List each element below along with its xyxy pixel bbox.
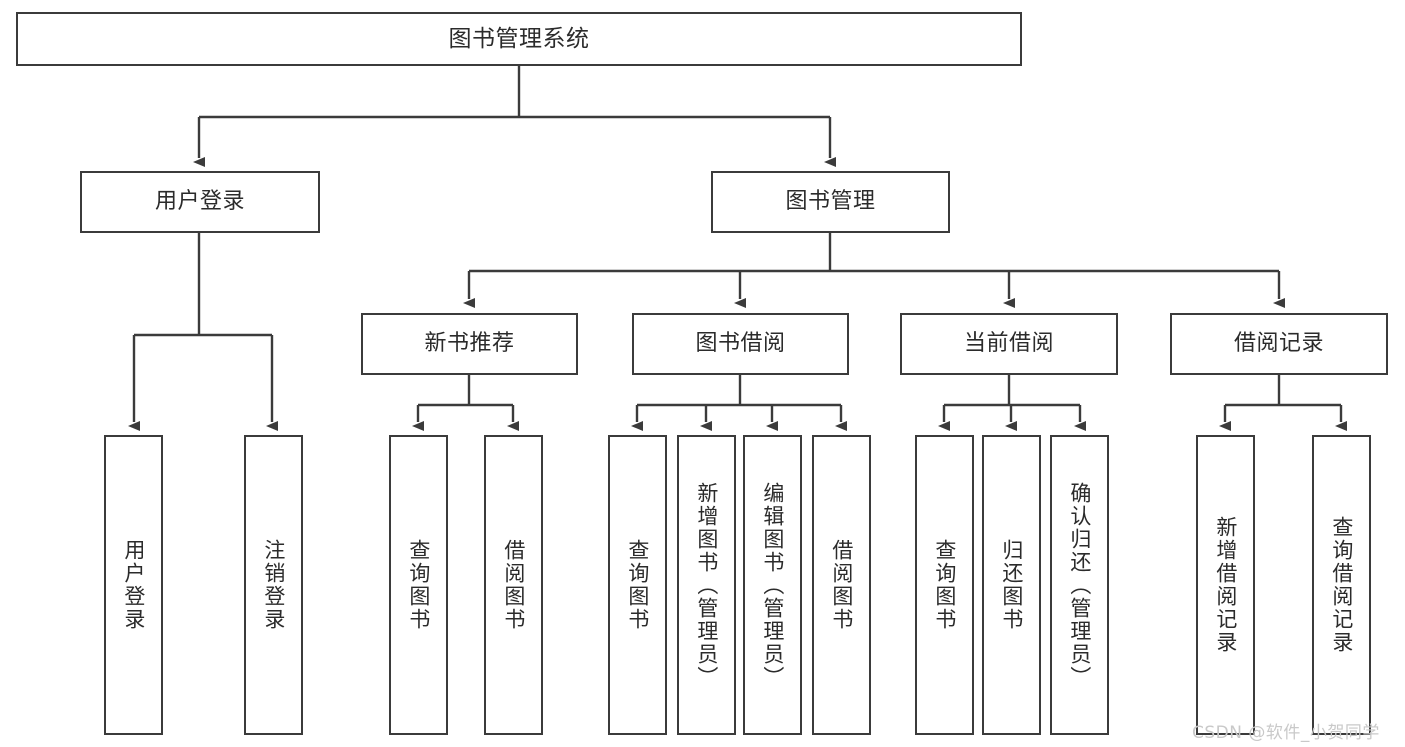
node-current-borrow[interactable]: 当前借阅	[900, 313, 1118, 375]
leaf-borrow-book-borrow[interactable]: 借阅图书	[812, 435, 871, 735]
csdn-watermark: CSDN @软件_小贺同学	[1192, 723, 1380, 743]
node-root-system[interactable]: 图书管理系统	[16, 12, 1022, 66]
leaf-add-borrow-record[interactable]: 新增借阅记录	[1196, 435, 1255, 735]
leaf-query-book-borrow[interactable]: 查询图书	[608, 435, 667, 735]
leaf-add-book-admin-label: 新增图书（管理员）	[694, 481, 719, 689]
node-new-book-recommend[interactable]: 新书推荐	[361, 313, 578, 375]
leaf-user-login-label: 用户登录	[121, 539, 146, 631]
leaf-query-borrow-record-label: 查询借阅记录	[1329, 516, 1354, 654]
leaf-query-book-recommend[interactable]: 查询图书	[389, 435, 448, 735]
node-borrow-record[interactable]: 借阅记录	[1170, 313, 1388, 375]
leaf-query-borrow-record[interactable]: 查询借阅记录	[1312, 435, 1371, 735]
leaf-query-book-current-label: 查询图书	[932, 539, 957, 631]
leaf-add-book-admin[interactable]: 新增图书（管理员）	[677, 435, 736, 735]
leaf-borrow-book-borrow-label: 借阅图书	[829, 539, 854, 631]
leaf-query-book-current[interactable]: 查询图书	[915, 435, 974, 735]
leaf-confirm-return-admin[interactable]: 确认归还（管理员）	[1050, 435, 1109, 735]
node-book-management[interactable]: 图书管理	[711, 171, 950, 233]
leaf-return-book[interactable]: 归还图书	[982, 435, 1041, 735]
leaf-edit-book-admin[interactable]: 编辑图书（管理员）	[743, 435, 802, 735]
leaf-return-book-label: 归还图书	[999, 539, 1024, 631]
leaf-query-book-borrow-label: 查询图书	[625, 539, 650, 631]
leaf-borrow-book-recommend[interactable]: 借阅图书	[484, 435, 543, 735]
leaf-user-login[interactable]: 用户登录	[104, 435, 163, 735]
leaf-edit-book-admin-label: 编辑图书（管理员）	[760, 481, 785, 689]
leaf-borrow-book-recommend-label: 借阅图书	[501, 539, 526, 631]
leaf-add-borrow-record-label: 新增借阅记录	[1213, 516, 1238, 654]
leaf-confirm-return-admin-label: 确认归还（管理员）	[1067, 481, 1092, 689]
leaf-logout[interactable]: 注销登录	[244, 435, 303, 735]
leaf-query-book-recommend-label: 查询图书	[406, 539, 431, 631]
node-book-borrow[interactable]: 图书借阅	[632, 313, 849, 375]
node-user-login[interactable]: 用户登录	[80, 171, 320, 233]
leaf-logout-label: 注销登录	[261, 539, 286, 631]
